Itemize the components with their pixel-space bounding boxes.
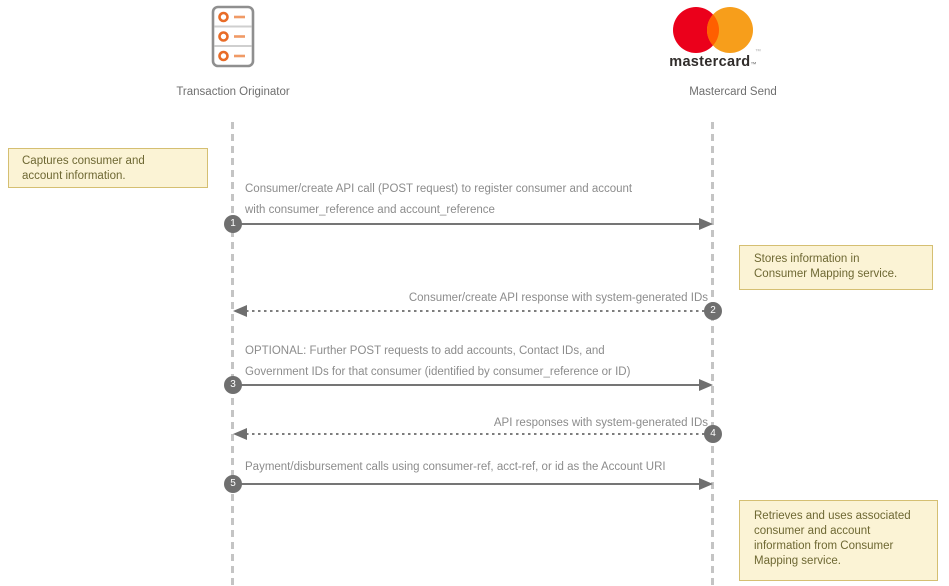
- actor-label-transaction-originator: Transaction Originator: [176, 86, 290, 98]
- lifeline-transaction-originator: [231, 122, 234, 586]
- arrowhead-left-icon: [233, 305, 247, 317]
- message-2-text: Consumer/create API response with system…: [408, 292, 708, 304]
- message-5-text: Payment/disbursement calls using consume…: [245, 461, 666, 473]
- transaction-originator-icon: [211, 5, 255, 68]
- note-stores-information: Stores information in Consumer Mapping s…: [739, 245, 933, 290]
- sequence-number-1: 1: [224, 215, 242, 233]
- trademark-symbol: ™: [755, 48, 761, 55]
- sequence-number-3: 3: [224, 376, 242, 394]
- note-captures-consumer: Captures consumer and account informatio…: [8, 148, 208, 188]
- actor-label-mastercard-send: Mastercard Send: [689, 86, 777, 98]
- sequence-number-5: 5: [224, 475, 242, 493]
- arrowhead-right-icon: [699, 478, 713, 490]
- sequence-number-4: 4: [704, 425, 722, 443]
- note-retrieves-information: Retrieves and uses associated consumer a…: [739, 500, 938, 581]
- message-4-text: API responses with system-generated IDs: [493, 417, 708, 429]
- mastercard-logo-icon: ™: [673, 7, 761, 55]
- mastercard-wordmark: mastercard™: [669, 54, 757, 70]
- arrowhead-right-icon: [699, 379, 713, 391]
- arrowhead-right-icon: [699, 218, 713, 230]
- lifeline-mastercard-send: [711, 122, 714, 586]
- message-3-text: OPTIONAL: Further POST requests to add a…: [245, 345, 631, 378]
- message-1-text: Consumer/create API call (POST request) …: [245, 183, 633, 216]
- trademark-symbol: ™: [750, 62, 757, 68]
- arrowhead-left-icon: [233, 428, 247, 440]
- sequence-number-2: 2: [704, 302, 722, 320]
